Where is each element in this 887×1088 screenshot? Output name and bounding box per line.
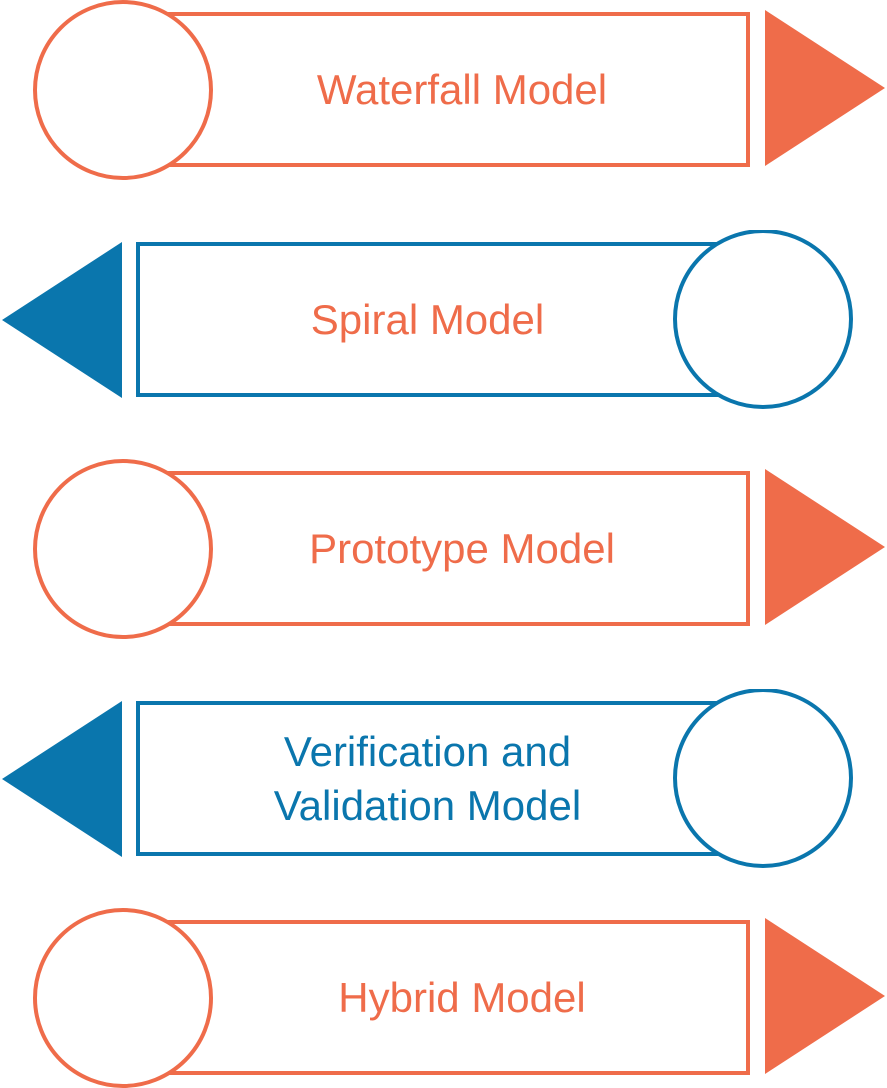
label-box: [148, 12, 750, 167]
right-arrow-icon: [765, 10, 885, 166]
model-item-shape: [2, 230, 853, 409]
model-item-3: Prototype Model: [0, 459, 887, 639]
model-item-shape: [33, 459, 885, 639]
model-label: Waterfall Model: [316, 66, 608, 113]
label-box: [148, 471, 750, 626]
left-arrow-icon: [2, 242, 122, 398]
model-item-shape: [2, 689, 853, 868]
label-box: [136, 701, 750, 856]
circle-icon: [673, 689, 853, 868]
circle-icon: [33, 908, 213, 1088]
circle-icon: [33, 0, 213, 180]
model-label: Prototype Model: [309, 525, 615, 572]
circle-icon: [33, 459, 213, 639]
right-arrow-icon: [765, 469, 885, 625]
circle-icon: [673, 230, 853, 409]
left-arrow-icon: [2, 701, 122, 857]
label-box: [136, 242, 750, 397]
model-item-2: Spiral Model: [0, 230, 887, 410]
model-label: Verification and Validation Model: [273, 728, 582, 829]
right-arrow-icon: [765, 918, 885, 1074]
model-item-1: Waterfall Model: [0, 0, 887, 180]
model-item-shape: [33, 908, 885, 1088]
model-item-shape: [33, 0, 885, 180]
model-label: Hybrid Model: [338, 974, 586, 1021]
model-item-4: Verification and Validation Model: [0, 689, 887, 869]
model-label: Spiral Model: [310, 296, 545, 343]
model-item-5: Hybrid Model: [0, 908, 887, 1088]
